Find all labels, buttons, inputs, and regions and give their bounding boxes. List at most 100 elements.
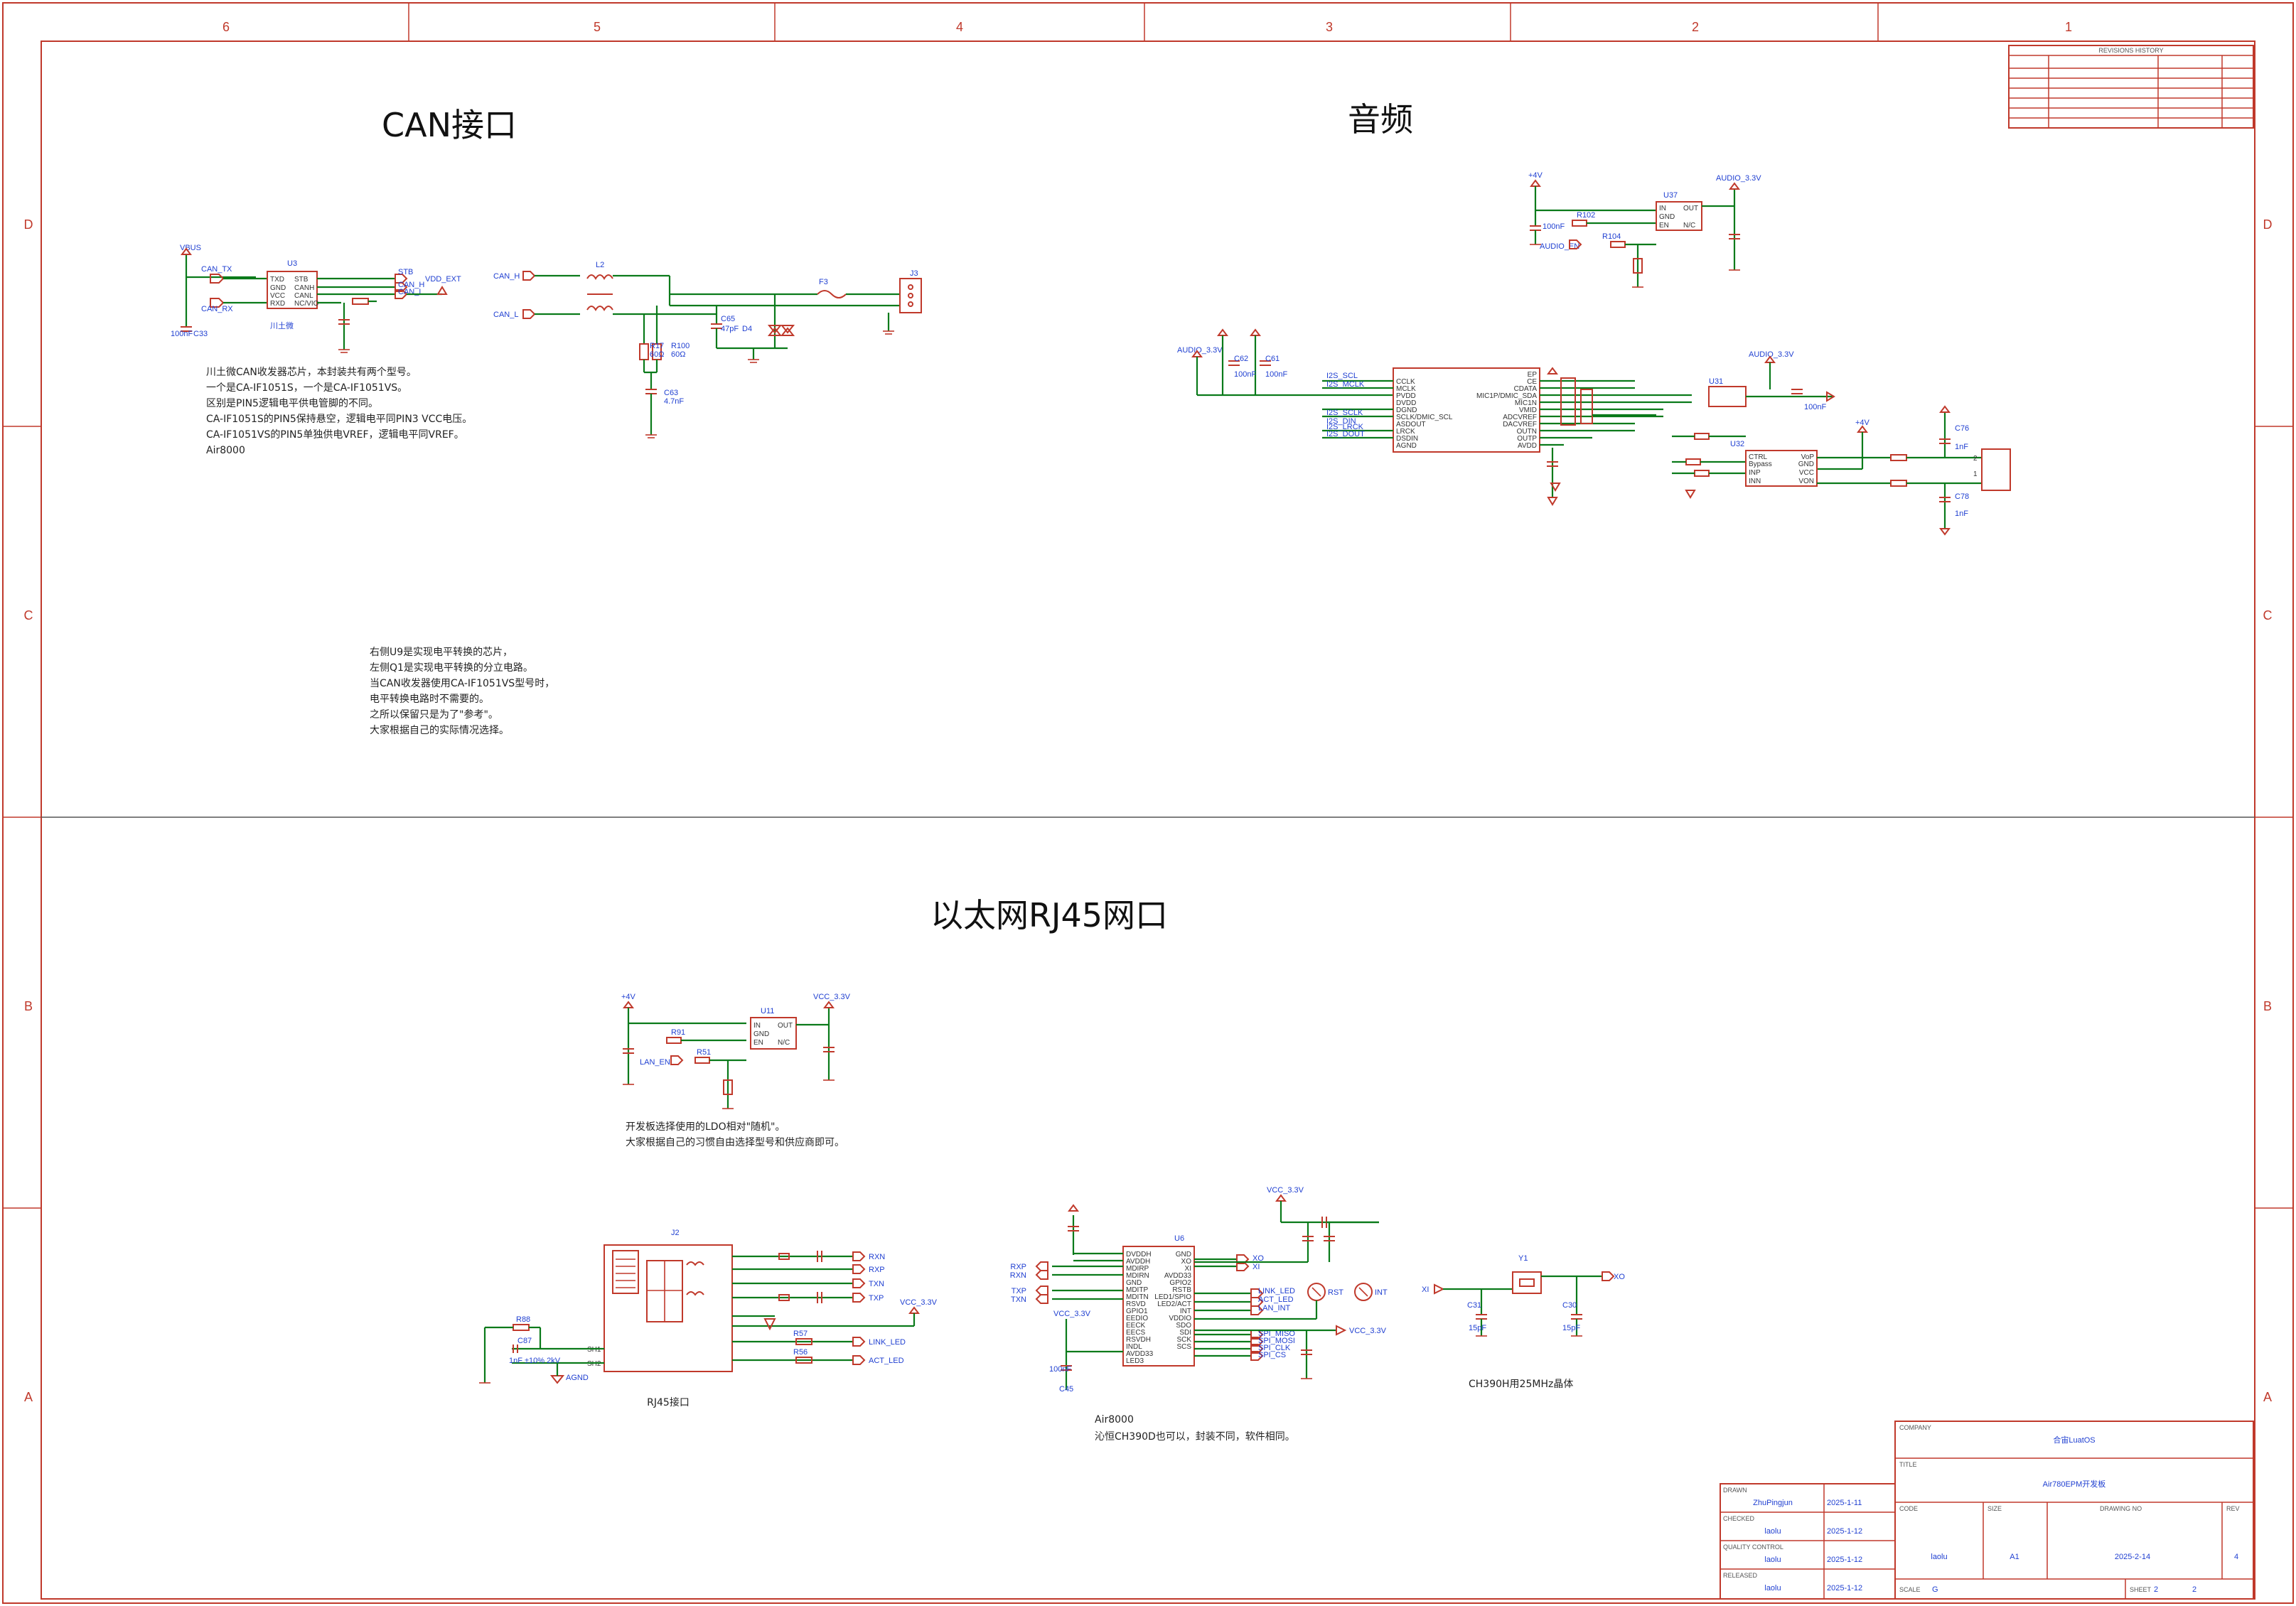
svg-text:100nF: 100nF: [1265, 370, 1287, 379]
svg-text:SPI_CS: SPI_CS: [1258, 1351, 1286, 1359]
svg-text:AUDIO_3.3V: AUDIO_3.3V: [1716, 174, 1761, 183]
svg-text:D: D: [2263, 217, 2273, 232]
svg-text:C87: C87: [517, 1337, 532, 1345]
svg-text:CAN_H: CAN_H: [493, 272, 520, 281]
svg-text:AUDIO_3.3V: AUDIO_3.3V: [1749, 350, 1794, 359]
svg-text:VCC_3.3V: VCC_3.3V: [1349, 1327, 1387, 1335]
svg-text:A1: A1: [2010, 1553, 2019, 1561]
svg-text:C65: C65: [721, 315, 735, 323]
svg-text:CAN_H: CAN_H: [398, 281, 424, 289]
svg-text:J2: J2: [671, 1229, 680, 1237]
svg-text:AGND: AGND: [566, 1374, 589, 1382]
svg-text:B: B: [24, 999, 33, 1013]
ch390-note: 沁恒CH390D也可以，封装不同，软件相同。: [1095, 1431, 1295, 1443]
svg-text:A: A: [24, 1390, 33, 1404]
svg-text:SPI_CLK: SPI_CLK: [1258, 1344, 1291, 1352]
svg-text:L2: L2: [596, 261, 604, 269]
title-value: Air780EPM开发板: [2043, 1479, 2106, 1489]
svg-text:100nF: 100nF: [1234, 370, 1256, 379]
svg-text:+4V: +4V: [1528, 171, 1543, 180]
svg-text:OUT: OUT: [1683, 205, 1698, 212]
svg-text:RSTB: RSTB: [1172, 1286, 1191, 1294]
svg-text:MIC1N: MIC1N: [1515, 399, 1537, 407]
svg-text:VDD_EXT: VDD_EXT: [425, 275, 461, 284]
svg-text:MCLK: MCLK: [1396, 385, 1416, 393]
svg-text:OUTP: OUTP: [1517, 435, 1537, 443]
svg-text:C: C: [2263, 608, 2273, 623]
svg-text:R17: R17: [650, 342, 664, 350]
svg-text:RST: RST: [1328, 1288, 1343, 1297]
svg-text:大家根据自己的习惯自由选择型号和供应商即可。: 大家根据自己的习惯自由选择型号和供应商即可。: [626, 1136, 844, 1148]
svg-text:之所以保留只是为了"参考"。: 之所以保留只是为了"参考"。: [370, 708, 498, 721]
svg-text:XI: XI: [1185, 1265, 1191, 1273]
rj45-block: J2 SH1 SH2 R88 C87 1nF ±10% 2kV AGND: [479, 1229, 938, 1408]
svg-text:LED1/SPIO: LED1/SPIO: [1154, 1293, 1191, 1301]
svg-text:DACVREF: DACVREF: [1503, 421, 1537, 429]
svg-text:N/C: N/C: [1683, 222, 1695, 230]
svg-text:AVDD33: AVDD33: [1126, 1350, 1154, 1358]
svg-text:MDIRP: MDIRP: [1126, 1265, 1149, 1273]
svg-text:100nF: 100nF: [1804, 403, 1826, 411]
svg-text:INT: INT: [1375, 1288, 1388, 1297]
zone-col-1: 1: [2065, 20, 2072, 34]
zone-col-6: 6: [222, 20, 230, 34]
svg-text:CE: CE: [1527, 378, 1537, 386]
svg-text:EP: EP: [1528, 371, 1538, 379]
svg-text:XI: XI: [1422, 1286, 1429, 1294]
ch390-block: U6 DVDDH AVDDH MDIRP MDIRN GND MDITP MDI…: [1010, 1186, 1388, 1443]
svg-text:2025-1-12: 2025-1-12: [1827, 1527, 1862, 1536]
svg-text:GND: GND: [270, 284, 286, 292]
svg-text:U3: U3: [287, 259, 297, 268]
svg-text:CANH: CANH: [294, 284, 314, 292]
can-transceiver-block: VBUS 100nF C33 CAN_TX CAN_RX U3 TXD GND …: [171, 244, 461, 353]
svg-text:LINK_LED: LINK_LED: [869, 1338, 906, 1347]
svg-text:DVDDH: DVDDH: [1126, 1251, 1152, 1259]
svg-text:大家根据自己的实际情况选择。: 大家根据自己的实际情况选择。: [370, 724, 509, 736]
svg-text:1nF ±10% 2kV: 1nF ±10% 2kV: [509, 1357, 561, 1365]
svg-text:CODE: CODE: [1899, 1505, 1918, 1512]
svg-text:2025-1-11: 2025-1-11: [1827, 1499, 1862, 1507]
svg-text:LRCK: LRCK: [1396, 428, 1415, 436]
svg-text:IN: IN: [753, 1022, 761, 1030]
svg-text:SDI: SDI: [1179, 1329, 1191, 1337]
svg-text:C33: C33: [193, 330, 208, 338]
svg-text:VMID: VMID: [1519, 406, 1537, 414]
audio-codec-block: AUDIO_3.3V C62 100nF C61 100nF CCLK MCLK…: [1177, 328, 1692, 506]
svg-text:GND: GND: [1176, 1251, 1191, 1259]
svg-text:R91: R91: [671, 1028, 685, 1037]
svg-text:CA-IF1051S的PIN5保持悬空，逻辑电平同PIN3: CA-IF1051S的PIN5保持悬空，逻辑电平同PIN3 VCC电压。: [206, 414, 472, 425]
title-block: COMPANY 合宙LuatOS TITLE Air780EPM开发板 CODE…: [1720, 1421, 2254, 1600]
can-filter-protection-block: CAN_H CAN_L L2 R17 R100 60Ω 60Ω C63 4.7n…: [493, 261, 922, 438]
revision-history-table: REVISIONS HISTORY: [2008, 45, 2254, 129]
svg-text:RXP: RXP: [1010, 1263, 1026, 1271]
svg-text:F3: F3: [819, 278, 828, 286]
svg-text:I2S_MCLK: I2S_MCLK: [1326, 380, 1365, 389]
svg-text:CHECKED: CHECKED: [1723, 1515, 1755, 1522]
svg-text:AUDIO_EN: AUDIO_EN: [1540, 242, 1579, 251]
svg-text:C63: C63: [664, 389, 678, 397]
svg-text:VCC_3.3V: VCC_3.3V: [1267, 1186, 1304, 1195]
svg-text:C62: C62: [1234, 355, 1248, 363]
svg-text:SCS: SCS: [1176, 1343, 1191, 1351]
svg-text:R100: R100: [671, 342, 690, 350]
svg-text:R51: R51: [697, 1048, 711, 1057]
svg-text:Y1: Y1: [1518, 1254, 1528, 1263]
svg-text:XO: XO: [1181, 1258, 1192, 1266]
svg-text:4.7nF: 4.7nF: [664, 397, 684, 406]
svg-text:XO: XO: [1614, 1273, 1625, 1281]
svg-text:ACT_LED: ACT_LED: [1258, 1295, 1294, 1304]
svg-text:CA-IF1051VS的PIN5单独供电VREF，逻辑电平同: CA-IF1051VS的PIN5单独供电VREF，逻辑电平同VREF。: [206, 429, 464, 441]
svg-text:GPIO1: GPIO1: [1126, 1308, 1148, 1315]
svg-text:D4: D4: [742, 325, 752, 333]
svg-text:川土微CAN收发器芯片，本封装共有两个型号。: 川土微CAN收发器芯片，本封装共有两个型号。: [206, 367, 417, 378]
title-label: TITLE: [1899, 1461, 1917, 1468]
svg-text:+4V: +4V: [621, 993, 636, 1001]
svg-text:电平转换电路时不需要的。: 电平转换电路时不需要的。: [370, 693, 489, 705]
crystal-block: Y1 XI XO C31 15pF C30 15pF CH390H用25MHz晶…: [1422, 1254, 1625, 1390]
svg-text:RELEASED: RELEASED: [1723, 1572, 1758, 1579]
audio-amplifier-block: U31 AUDIO_3.3V 100nF +4V U32 CTRL Bypass…: [1550, 350, 2011, 536]
svg-text:INT: INT: [1180, 1308, 1191, 1315]
svg-text:RSVD: RSVD: [1126, 1300, 1146, 1308]
